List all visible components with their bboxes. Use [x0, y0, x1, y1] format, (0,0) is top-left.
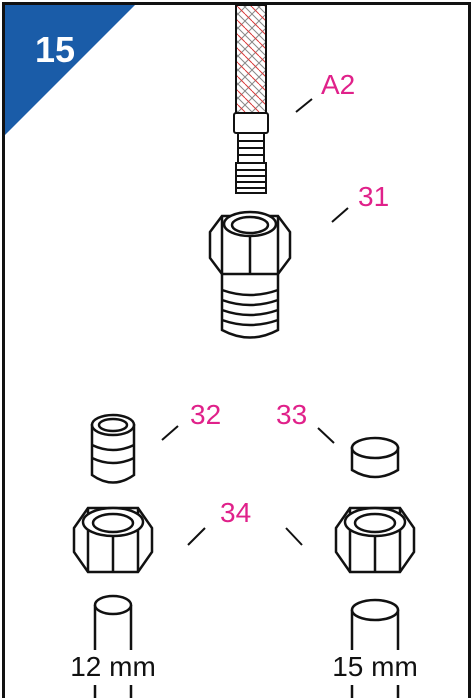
pipe-left [93, 594, 133, 698]
step-badge: 15 [5, 5, 135, 135]
callout-a2: A2 [321, 69, 355, 100]
callout-34: 34 [220, 497, 251, 528]
compression-nut-right [334, 506, 416, 574]
step-number: 15 [35, 29, 75, 70]
compression-ring [350, 436, 400, 479]
pipe-size-right: 15 mm [332, 651, 418, 682]
callout-31: 31 [358, 181, 389, 212]
adapter-fitting [208, 210, 292, 339]
leader-lines [161, 98, 349, 546]
callout-33: 33 [276, 399, 307, 430]
pipe-size-left: 12 mm [70, 651, 156, 682]
step-badge-triangle [5, 5, 135, 135]
compression-nut-left [72, 506, 154, 574]
pipe-size-labels: 12 mm 15 mm [70, 651, 418, 682]
braided-hose [233, 4, 269, 194]
callout-32: 32 [190, 399, 221, 430]
pipe-insert [90, 413, 136, 484]
pipe-right [350, 598, 400, 698]
callout-labels: A2 31 32 33 34 [190, 69, 389, 528]
